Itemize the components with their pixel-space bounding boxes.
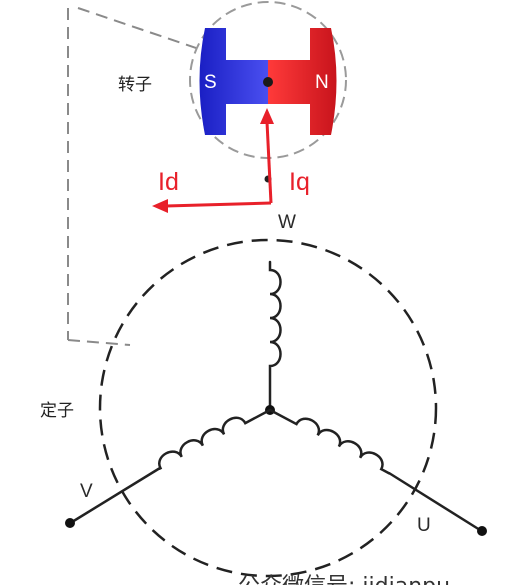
projection-line-bottom bbox=[67, 339, 131, 346]
terminal-v bbox=[65, 518, 75, 528]
lead-v bbox=[71, 466, 161, 524]
lead-u bbox=[388, 471, 481, 532]
winding-w bbox=[268, 260, 282, 412]
stator-label: 定子 bbox=[40, 401, 74, 421]
terminal-u bbox=[477, 526, 487, 536]
rotor-label: 转子 bbox=[118, 75, 152, 95]
iq-vector bbox=[265, 121, 273, 204]
phase-u-label: U bbox=[417, 515, 431, 536]
winding-u bbox=[268, 408, 391, 475]
projection-line-top bbox=[77, 7, 209, 53]
pole-n-label: N bbox=[315, 72, 329, 93]
iq-arrowhead bbox=[260, 108, 274, 124]
phase-v-label: V bbox=[80, 481, 93, 502]
watermark: 公众微信号: jidianpu bbox=[238, 574, 450, 585]
pole-s-label: S bbox=[204, 72, 217, 93]
iq-label: Iq bbox=[289, 168, 310, 196]
winding-v bbox=[158, 408, 272, 470]
stator-circle bbox=[98, 238, 438, 578]
rotor-shaft bbox=[263, 77, 273, 87]
south-pole bbox=[199, 28, 268, 135]
id-label: Id bbox=[158, 168, 179, 196]
north-pole bbox=[268, 28, 337, 135]
id-arrowhead bbox=[152, 199, 168, 213]
phase-w-label: W bbox=[278, 212, 296, 233]
id-vector bbox=[165, 201, 272, 208]
